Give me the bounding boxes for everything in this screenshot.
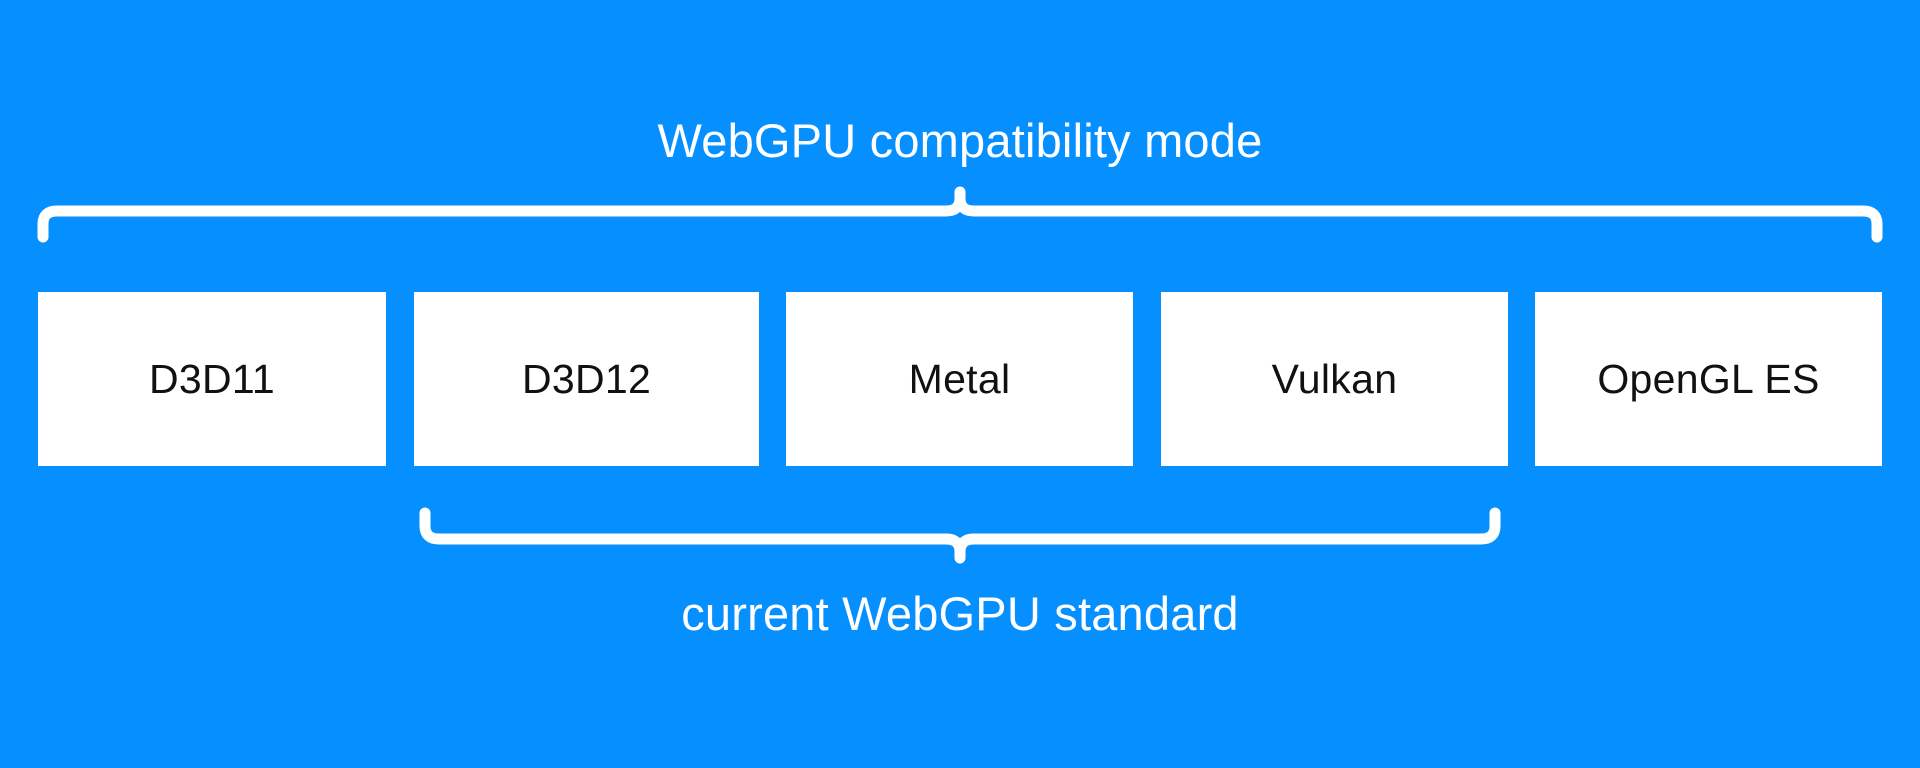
api-box-label: OpenGL ES [1597,356,1820,402]
api-box-label: D3D11 [148,356,276,402]
api-box-vulkan[interactable]: Vulkan [1161,292,1508,466]
api-box-label: Vulkan [1271,356,1398,402]
top-group-brace-icon [37,186,1883,243]
top-group-label: WebGPU compatibility mode [657,114,1263,167]
api-box-metal[interactable]: Metal [786,292,1133,466]
api-box-opengl-es[interactable]: OpenGL ES [1535,292,1882,466]
bottom-group-label: current WebGPU standard [681,587,1239,640]
bottom-group-brace-icon [419,507,1501,564]
api-box-label: D3D12 [521,356,652,402]
api-box-label: Metal [908,356,1011,402]
api-box-d3d12[interactable]: D3D12 [414,292,759,466]
api-box-row: D3D11 D3D12 Metal Vulkan OpenGL ES [0,292,1920,466]
api-box-d3d11[interactable]: D3D11 [38,292,386,466]
